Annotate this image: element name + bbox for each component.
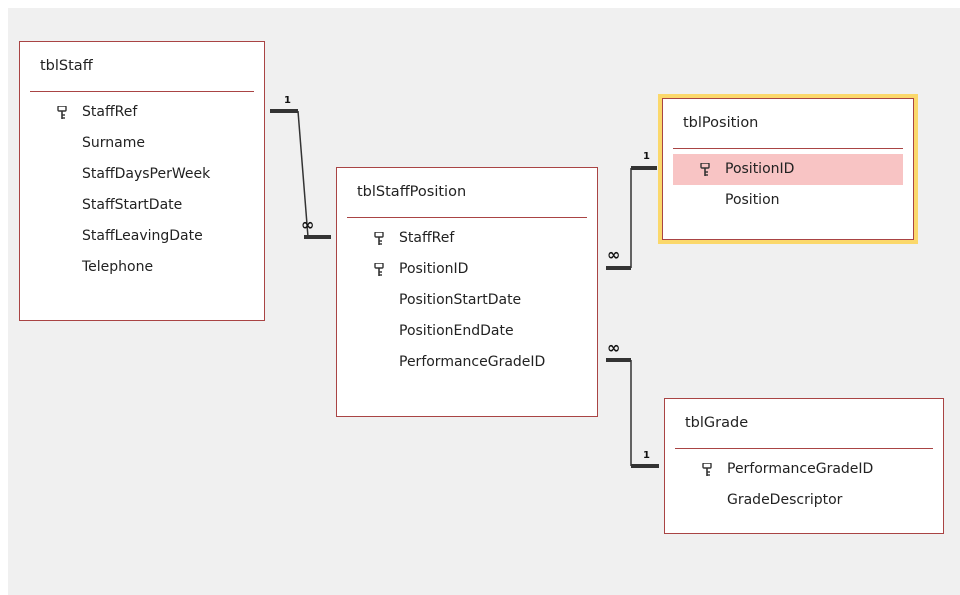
field-name: GradeDescriptor [727, 492, 843, 508]
table-title[interactable]: tblStaff [40, 58, 93, 74]
primary-key-icon [374, 263, 384, 276]
field-row[interactable]: GradeDescriptor [675, 485, 933, 516]
table-title[interactable]: tblGrade [685, 415, 749, 431]
primary-key-icon [57, 106, 67, 119]
field-row[interactable]: StaffStartDate [30, 190, 254, 221]
field-row[interactable]: PositionEndDate [347, 316, 587, 347]
primary-key-icon [700, 163, 710, 176]
relationship-position-staffposition[interactable]: 1 ∞ [606, 151, 657, 270]
table-title[interactable]: tblStaffPosition [357, 184, 467, 200]
relationship-grade-staffposition[interactable]: ∞ 1 [606, 338, 659, 468]
title-divider [675, 448, 933, 449]
primary-key-icon [374, 232, 384, 245]
field-name: StaffRef [399, 230, 455, 246]
field-name: StaffStartDate [82, 197, 183, 213]
field-name: StaffRef [82, 104, 138, 120]
field-name: Surname [82, 135, 145, 151]
title-divider [347, 217, 587, 218]
field-row[interactable]: Telephone [30, 252, 254, 283]
field-name: PerformanceGradeID [727, 461, 874, 477]
primary-key-icon [702, 463, 712, 476]
table-tblPosition[interactable]: tblPosition PositionID Position [658, 94, 918, 244]
field-row[interactable]: Position [673, 185, 903, 216]
field-name: Telephone [82, 259, 154, 275]
field-row[interactable]: PositionID [673, 154, 903, 185]
table-title[interactable]: tblPosition [683, 115, 759, 131]
many-cardinality-label: ∞ [607, 245, 620, 264]
field-name: StaffLeavingDate [82, 228, 203, 244]
field-name: PerformanceGradeID [399, 354, 546, 370]
relationship-lines: 1 ∞ 1 ∞ ∞ 1 [270, 95, 659, 468]
title-divider [673, 148, 903, 149]
field-list: PositionID Position [673, 154, 903, 216]
field-row[interactable]: StaffLeavingDate [30, 221, 254, 252]
field-row[interactable]: StaffRef [347, 223, 587, 254]
field-name: PositionID [399, 261, 469, 277]
field-row[interactable]: PerformanceGradeID [675, 454, 933, 485]
field-name: Position [725, 192, 780, 208]
field-row[interactable]: PositionID [347, 254, 587, 285]
field-name: PositionEndDate [399, 323, 514, 339]
many-cardinality-label: ∞ [607, 338, 620, 357]
field-name: PositionStartDate [399, 292, 522, 308]
one-cardinality-label: 1 [643, 450, 650, 461]
field-list: PerformanceGradeID GradeDescriptor [675, 454, 933, 516]
field-row[interactable]: Surname [30, 128, 254, 159]
many-cardinality-label: ∞ [301, 215, 314, 234]
one-cardinality-label: 1 [643, 151, 650, 162]
field-name: PositionID [725, 161, 795, 177]
field-row[interactable]: StaffDaysPerWeek [30, 159, 254, 190]
field-row[interactable]: PositionStartDate [347, 285, 587, 316]
field-name: StaffDaysPerWeek [82, 166, 211, 182]
one-cardinality-label: 1 [284, 95, 291, 106]
title-divider [30, 91, 254, 92]
table-tblGrade[interactable]: tblGrade PerformanceGradeID GradeDescript… [664, 398, 944, 534]
field-row[interactable]: StaffRef [30, 97, 254, 128]
field-row[interactable]: PerformanceGradeID [347, 347, 587, 378]
relationship-staff-staffposition[interactable]: 1 ∞ [270, 95, 331, 239]
